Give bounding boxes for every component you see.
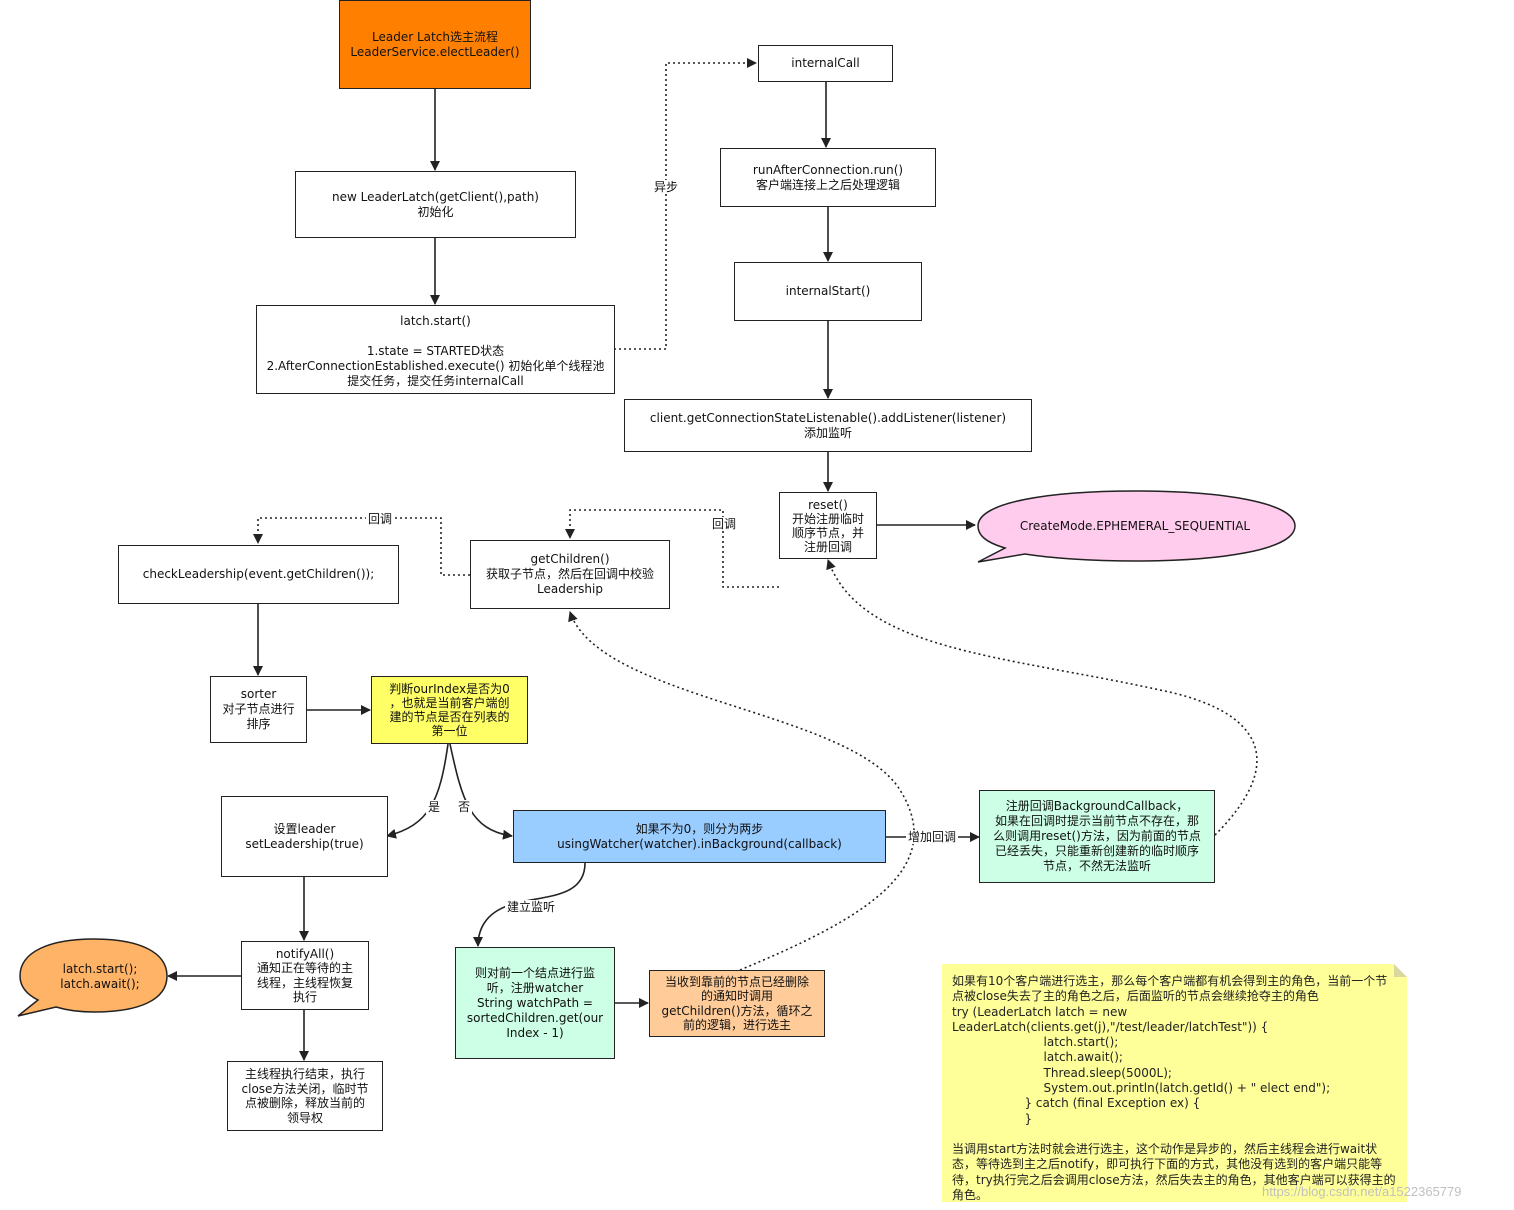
note-code-line: System.out.println(latch.getId() + " ele…	[952, 1081, 1331, 1096]
node-latch-start: latch.start() 1.state = STARTED状态 2.Afte…	[256, 305, 615, 394]
note-code-line: latch.await();	[952, 1050, 1123, 1065]
node-add-listener: client.getConnectionStateListenable().ad…	[624, 399, 1032, 452]
note-fold-corner	[1394, 964, 1407, 977]
node-get-children: getChildren() 获取子节点，然后在回调中校验 Leadership	[470, 540, 670, 609]
edge-async	[614, 58, 757, 350]
label-callback-right: 回调	[710, 517, 739, 531]
node-run-after-connection: runAfterConnection.run() 客户端连接上之后处理逻辑	[720, 148, 936, 207]
label-yes: 是	[426, 800, 443, 814]
node-notify-all: notifyAll() 通知正在等待的主 线程，主线程恢复 执行	[241, 941, 369, 1010]
ephemeral-bubble-shape	[977, 490, 1296, 563]
label-async: 异步	[652, 180, 681, 194]
node-internal-start: internalStart()	[734, 262, 922, 321]
node-check-leadership: checkLeadership(event.getChildren());	[118, 545, 399, 604]
edge-judge-no	[449, 743, 513, 840]
note-code-line: }	[952, 1111, 1033, 1126]
node-register-callback: 注册回调BackgroundCallback， 如果在回调时提示当前节点不存在，…	[979, 790, 1215, 883]
edge-callback-reset-to-getchildren	[565, 509, 779, 588]
note-explanation: 如果有10个客户端进行选主，那么每个客户端都有机会得到主的角色，当前一个节点被c…	[942, 964, 1407, 1202]
label-build-watch: 建立监听	[505, 900, 558, 914]
node-latch-await: latch.start(); latch.await();	[60, 962, 140, 991]
note-code-line: latch.start();	[952, 1035, 1119, 1050]
edge-callback-to-reset	[826, 559, 1258, 836]
await-bubble-shape	[17, 938, 168, 1017]
label-no: 否	[456, 800, 473, 814]
edge-notify-to-getchildren	[568, 611, 915, 971]
label-add-callback: 增加回调	[906, 830, 959, 844]
node-new-leaderlatch: new LeaderLatch(getClient(),path) 初始化	[295, 171, 576, 238]
node-set-leader: 设置leader setLeadership(true)	[221, 796, 388, 877]
note-summary: 当调用start方法时就会进行选主，这个动作是异步的，然后主线程会进行wait状…	[952, 1141, 1396, 1202]
node-internal-call: internalCall	[758, 45, 893, 82]
node-judge-index: 判断ourIndex是否为0 ，也就是当前客户端创 建的节点是否在列表的 第一位	[371, 676, 528, 744]
node-start: Leader Latch选主流程 LeaderService.electLead…	[339, 0, 531, 89]
note-code-line: try (LeaderLatch latch = new	[952, 1004, 1128, 1019]
edge-judge-yes	[386, 743, 449, 839]
node-main-end: 主线程执行结束，执行 close方法关闭，临时节 点被删除，释放当前的 领导权	[227, 1061, 383, 1131]
edge-callback-getchildren-to-check	[253, 517, 470, 576]
node-watch-previous: 则对前一个结点进行监 听，注册watcher String watchPath …	[455, 947, 615, 1059]
note-code-line: LeaderLatch(clients.get(j),"/test/leader…	[952, 1019, 1269, 1034]
note-code-line: } catch (final Exception ex) {	[952, 1096, 1201, 1111]
node-not-zero: 如果不为0，则分为两步 usingWatcher(watcher).inBack…	[513, 810, 886, 863]
node-reset: reset() 开始注册临时 顺序节点，并 注册回调	[779, 492, 877, 559]
label-callback-left: 回调	[366, 512, 395, 526]
node-sorter: sorter 对子节点进行 排序	[210, 676, 307, 743]
note-code-line: Thread.sleep(5000L);	[952, 1065, 1172, 1080]
node-notify-deleted: 当收到靠前的节点已经删除 的通知时调用 getChildren()方法，循环之 …	[649, 970, 825, 1037]
watermark: https://blog.csdn.net/a1522365779	[1262, 1184, 1462, 1199]
node-ephemeral: CreateMode.EPHEMERAL_SEQUENTIAL	[1019, 518, 1251, 533]
note-intro: 如果有10个客户端进行选主，那么每个客户端都有机会得到主的角色，当前一个节点被c…	[952, 974, 1388, 1004]
